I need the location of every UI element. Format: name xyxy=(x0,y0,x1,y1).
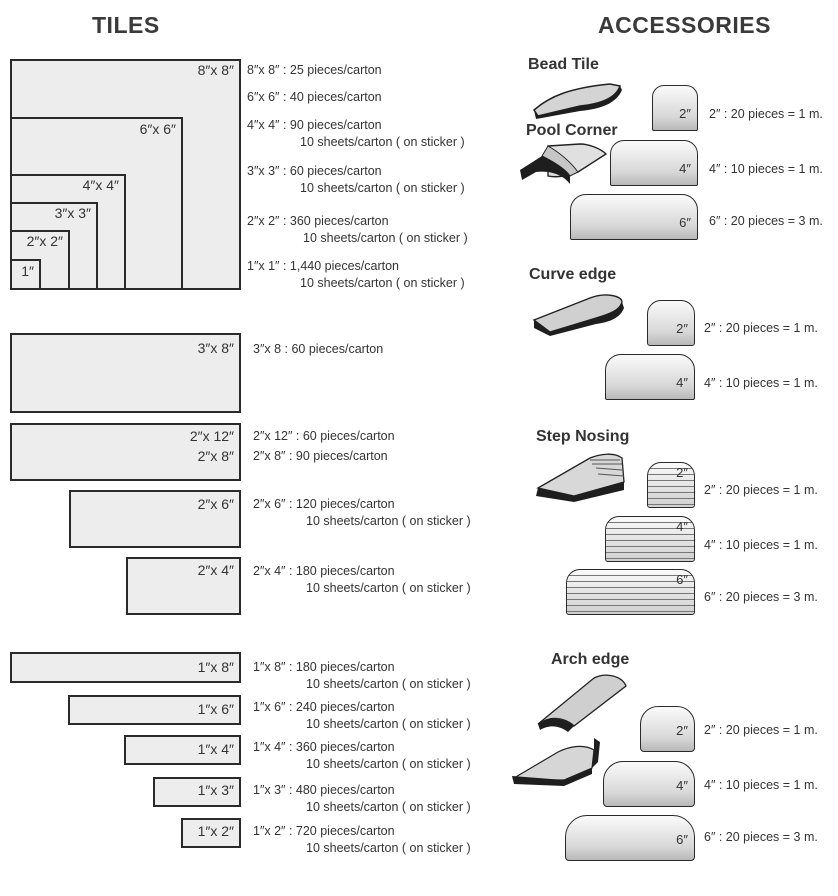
accessory-spec: 2″ : 20 pieces = 1 m. xyxy=(704,321,818,335)
accessories-heading: ACCESSORIES xyxy=(598,12,771,38)
profile-size-label: 4″ xyxy=(676,519,688,534)
step-nosing-4in-profile: 4″ xyxy=(605,516,695,562)
tile-1x6 xyxy=(68,695,241,725)
profile-size-label: 6″ xyxy=(679,215,691,230)
accessory-title-arch-edge: Arch edge xyxy=(551,651,630,668)
accessory-title-pool-corner: Pool Corner xyxy=(526,122,618,139)
tile-1x4 xyxy=(124,735,241,765)
tile-label: 2″x 6″ xyxy=(197,496,234,512)
pool-corner-6in-profile: 6″ xyxy=(570,194,698,240)
tile-label: 4″x 4″ xyxy=(82,177,119,193)
pool-corner-4in-profile: 4″ xyxy=(610,140,698,186)
accessory-spec: 6″ : 20 pieces = 3 m. xyxy=(704,830,818,844)
tile-label: 1″ xyxy=(21,263,34,279)
curve-edge-2in-profile: 2″ xyxy=(647,300,695,346)
step-nosing-2in-profile: 2″ xyxy=(647,462,695,508)
arch-edge-2in-profile: 2″ xyxy=(640,706,695,752)
tiles-heading: TILES xyxy=(92,12,160,38)
tile-1x3 xyxy=(153,777,241,807)
tile-3x8 xyxy=(10,333,241,413)
tile-label: 2″x 8″ xyxy=(197,448,234,464)
tile-spec: 2″x 12″ : 60 pieces/carton xyxy=(253,429,395,443)
accessory-title-bead-tile: Bead Tile xyxy=(528,56,599,73)
tile-label: 1″x 3″ xyxy=(197,782,234,798)
bead-tile-illustration xyxy=(533,83,622,119)
arch-edge-illustration xyxy=(512,674,627,786)
tile-spec: 6″x 6″ : 40 pieces/carton xyxy=(247,90,382,104)
pool-corner-illustration xyxy=(520,143,608,184)
profile-size-label: 4″ xyxy=(676,778,688,793)
bead-tile-2in-profile: 2″ xyxy=(652,85,698,131)
tile-spec: 8″x 8″ : 25 pieces/carton xyxy=(247,63,382,77)
accessory-spec: 4″ : 10 pieces = 1 m. xyxy=(709,162,823,176)
tile-label: 1″x 6″ xyxy=(197,701,234,717)
curve-edge-4in-profile: 4″ xyxy=(605,354,695,400)
tile-label: 1″x 2″ xyxy=(197,823,234,839)
step-nosing-6in-profile: 6″ xyxy=(566,569,695,615)
tile-label: 2″x 2″ xyxy=(26,233,63,249)
accessory-title-step-nosing: Step Nosing xyxy=(536,428,630,445)
accessory-spec: 4″ : 10 pieces = 1 m. xyxy=(704,538,818,552)
profile-size-label: 6″ xyxy=(676,832,688,847)
tile-1x1 xyxy=(10,259,41,290)
accessory-spec: 4″ : 10 pieces = 1 m. xyxy=(704,376,818,390)
tile-label: 1″x 4″ xyxy=(197,741,234,757)
tile-spec: 3″x 8 : 60 pieces/carton xyxy=(253,342,384,356)
accessory-spec: 2″ : 20 pieces = 1 m. xyxy=(704,483,818,497)
accessory-spec: 2″ : 20 pieces = 1 m. xyxy=(704,723,818,737)
tile-1x2 xyxy=(181,818,241,848)
tile-label: 8″x 8″ xyxy=(197,62,234,78)
arch-edge-4in-profile: 4″ xyxy=(603,761,695,807)
tile-label: 2″x 4″ xyxy=(197,562,234,578)
tile-2x6 xyxy=(69,490,241,548)
arch-edge-6in-profile: 6″ xyxy=(565,815,695,861)
tile-label: 2″x 12″ xyxy=(189,428,234,444)
curve-edge-illustration xyxy=(532,294,624,336)
step-nosing-illustration xyxy=(536,453,625,502)
accessory-spec: 6″ : 20 pieces = 3 m. xyxy=(704,590,818,604)
tile-2x4 xyxy=(126,557,241,615)
profile-size-label: 2″ xyxy=(676,321,688,336)
profile-size-label: 4″ xyxy=(676,375,688,390)
tile-label: 3″x 8″ xyxy=(197,340,234,356)
tile-2x12 xyxy=(10,423,241,481)
profile-size-label: 2″ xyxy=(676,465,688,480)
profile-size-label: 4″ xyxy=(679,161,691,176)
tile-1x8 xyxy=(10,652,241,683)
tile-spec: 2″x 8″ : 90 pieces/carton xyxy=(253,449,388,463)
accessory-spec: 2″ : 20 pieces = 1 m. xyxy=(709,107,823,121)
profile-size-label: 2″ xyxy=(676,723,688,738)
tile-label: 3″x 3″ xyxy=(54,205,91,221)
accessory-spec: 4″ : 10 pieces = 1 m. xyxy=(704,778,818,792)
tile-label: 1″x 8″ xyxy=(197,659,234,675)
tile-label: 6″x 6″ xyxy=(139,121,176,137)
accessory-spec: 6″ : 20 pieces = 3 m. xyxy=(709,214,823,228)
accessory-title-curve-edge: Curve edge xyxy=(529,266,617,283)
profile-size-label: 2″ xyxy=(679,106,691,121)
profile-size-label: 6″ xyxy=(676,572,688,587)
